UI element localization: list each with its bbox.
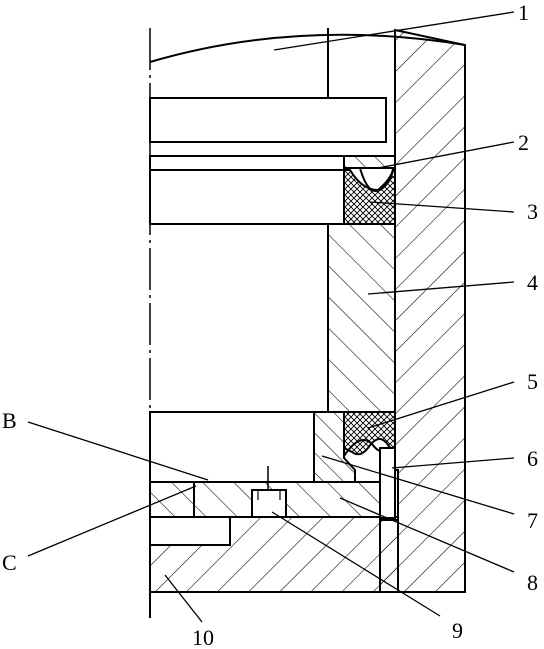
callout-2: 2 — [518, 130, 529, 155]
callout-4: 4 — [527, 270, 538, 295]
callout-8: 8 — [527, 570, 538, 595]
callout-7: 7 — [527, 508, 538, 533]
part-9-boss — [251, 489, 287, 518]
callout-B: B — [2, 408, 17, 433]
callout-1: 1 — [518, 0, 529, 25]
part-4-block — [327, 223, 396, 413]
seal-part-2-lip — [359, 167, 394, 192]
thin-plate — [149, 155, 345, 171]
callout-9: 9 — [452, 618, 463, 643]
middle-bar — [149, 169, 345, 225]
part-2-bracket — [343, 155, 396, 169]
callout-10: 10 — [192, 625, 214, 649]
callout-5: 5 — [527, 369, 538, 394]
bottom-left-rect — [149, 516, 231, 546]
leader-lines — [27, 11, 515, 623]
seal-part-3 — [343, 169, 396, 225]
callout-C: C — [2, 550, 17, 575]
lower-bar — [149, 411, 315, 483]
callout-6: 6 — [527, 446, 538, 471]
part-6-sleeve — [379, 447, 396, 519]
upper-bar — [149, 97, 387, 143]
callout-3: 3 — [527, 199, 538, 224]
